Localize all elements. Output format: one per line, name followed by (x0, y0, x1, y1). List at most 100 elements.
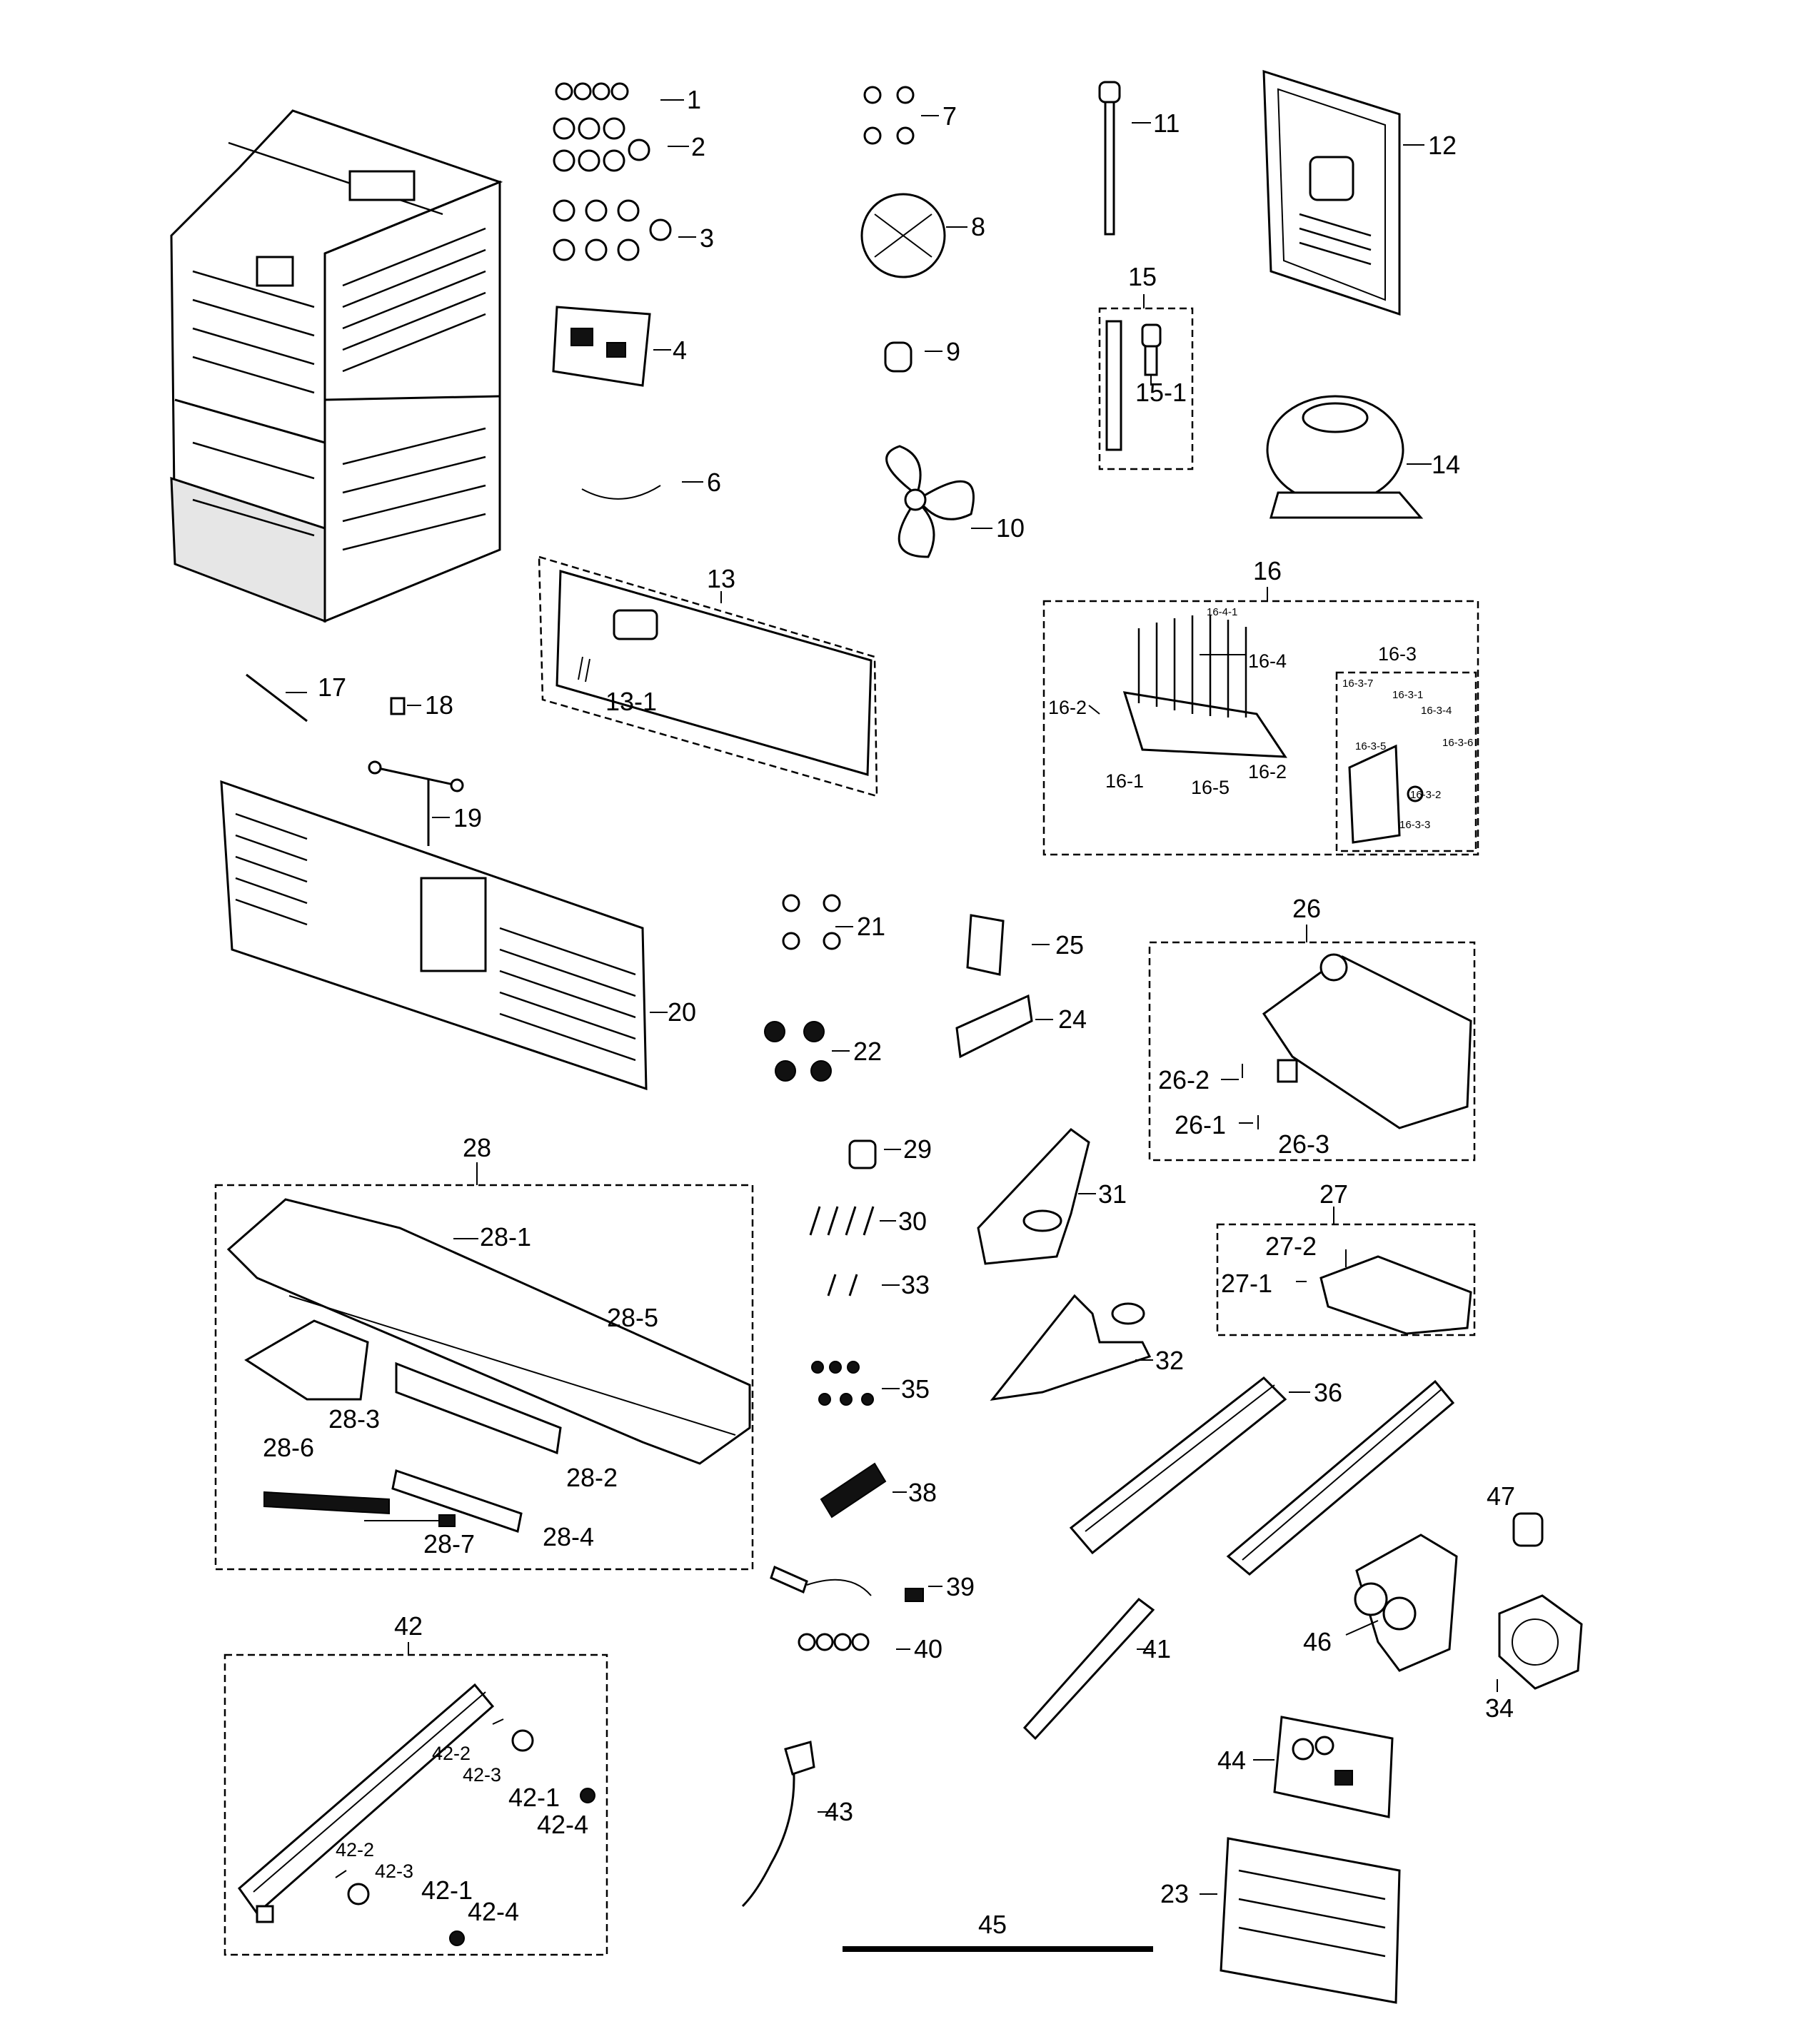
label-12: 12 (1428, 131, 1457, 160)
label-16-3-1: 16-3-1 (1392, 689, 1423, 701)
label-26-3: 26-3 (1278, 1129, 1329, 1159)
label-30: 30 (898, 1207, 927, 1236)
label-8: 8 (971, 212, 985, 241)
part-4-pcb (552, 306, 671, 387)
label-16-4-1: 16-4-1 (1207, 606, 1237, 618)
part-18-cap (390, 697, 421, 715)
label-38: 38 (908, 1478, 937, 1507)
part-44-pcb (1253, 1716, 1394, 1818)
label-28-5: 28-5 (607, 1303, 658, 1332)
part-27-plate-group (1216, 1207, 1476, 1336)
part-29-cap (848, 1139, 901, 1169)
label-15: 15 (1128, 262, 1157, 291)
part-34-nut (1497, 1594, 1583, 1692)
part-12-heater-plate (1262, 69, 1424, 316)
label-25: 25 (1055, 930, 1084, 960)
part-17-rod (246, 673, 308, 723)
label-47: 47 (1487, 1481, 1515, 1511)
part-35-screws (811, 1361, 900, 1406)
label-19: 19 (453, 803, 482, 832)
label-16-5: 16-5 (1191, 777, 1230, 798)
label-39: 39 (946, 1572, 975, 1601)
part-28-cover-group (214, 1162, 754, 1571)
part-11-sensor (1098, 81, 1151, 236)
part-19-heater-rod (368, 760, 464, 846)
label-27-2: 27-2 (1265, 1232, 1317, 1261)
label-20: 20 (668, 997, 696, 1027)
label-3: 3 (700, 223, 714, 253)
part-41-rail (1022, 1597, 1155, 1741)
part-13-panel (538, 555, 878, 797)
label-45: 45 (978, 1910, 1007, 1939)
part-31-hinge (977, 1128, 1096, 1265)
part-15-sensor-group (1098, 294, 1194, 470)
label-42-2a: 42-2 (432, 1743, 471, 1764)
part-16-defrost-assembly (1042, 587, 1479, 856)
label-15-1: 15-1 (1135, 378, 1187, 407)
part-46-water-valve (1345, 1534, 1458, 1672)
label-28-2: 28-2 (566, 1463, 618, 1492)
label-33: 33 (901, 1270, 930, 1299)
part-24-bracket (955, 994, 1053, 1059)
part-22-bolts (764, 1021, 850, 1082)
cabinet-drawing (170, 109, 503, 623)
label-42: 42 (394, 1611, 423, 1641)
part-10-fan-blade (885, 445, 992, 558)
part-1-screws (555, 82, 684, 101)
label-24: 24 (1058, 1005, 1087, 1034)
label-34: 34 (1485, 1693, 1514, 1723)
label-42-3a: 42-3 (463, 1764, 501, 1786)
label-16-3-6: 16-3-6 (1442, 737, 1473, 749)
part-32-hinge (990, 1294, 1153, 1401)
part-43-power-cord (741, 1741, 835, 1908)
label-26-1: 26-1 (1175, 1110, 1226, 1139)
label-44: 44 (1217, 1746, 1246, 1775)
label-28-4: 28-4 (543, 1522, 594, 1551)
label-16-1: 16-1 (1105, 770, 1144, 792)
label-42-1b: 42-1 (421, 1876, 473, 1905)
part-6-wire (581, 481, 703, 500)
label-28-7: 28-7 (423, 1529, 475, 1559)
label-16-4: 16-4 (1248, 650, 1287, 672)
label-40: 40 (914, 1634, 942, 1663)
label-27-1: 27-1 (1221, 1269, 1272, 1298)
part-40-screws (798, 1633, 910, 1651)
label-21: 21 (857, 912, 885, 941)
label-16-3-5: 16-3-5 (1355, 740, 1386, 752)
part-30-screws (809, 1206, 896, 1236)
part-36-rail (1069, 1376, 1310, 1555)
part-47-cap (1512, 1512, 1544, 1547)
label-4: 4 (673, 336, 687, 365)
part-25-bracket (966, 914, 1050, 976)
label-31: 31 (1098, 1179, 1127, 1209)
part-26-hinge-group (1148, 925, 1476, 1162)
label-46: 46 (1303, 1627, 1332, 1656)
label-28-3: 28-3 (328, 1404, 380, 1434)
label-28-6: 28-6 (263, 1433, 314, 1462)
part-3-screws (553, 199, 696, 261)
label-41: 41 (1142, 1634, 1171, 1663)
label-28-1: 28-1 (480, 1222, 531, 1252)
label-6: 6 (707, 468, 721, 497)
part-2-screws (553, 117, 689, 172)
part-21-bolts (782, 894, 853, 950)
label-29: 29 (903, 1134, 932, 1164)
label-23: 23 (1160, 1879, 1189, 1908)
label-27: 27 (1319, 1179, 1348, 1209)
label-26: 26 (1292, 894, 1321, 923)
part-20-back-cover (220, 780, 668, 1091)
label-32: 32 (1155, 1346, 1184, 1375)
part-8-fan-motor (860, 193, 967, 278)
label-16-3-7: 16-3-7 (1342, 678, 1373, 690)
label-26-2: 26-2 (1158, 1065, 1210, 1094)
part-38-damper (820, 1462, 907, 1519)
part-23-main-pcb (1200, 1837, 1401, 2004)
part-42-rail-group (223, 1642, 608, 1956)
part-9-bushing (884, 341, 942, 373)
label-1: 1 (687, 85, 701, 114)
label-13: 13 (707, 564, 735, 593)
label-9: 9 (946, 337, 960, 366)
label-22: 22 (853, 1037, 882, 1066)
label-10: 10 (996, 513, 1025, 543)
